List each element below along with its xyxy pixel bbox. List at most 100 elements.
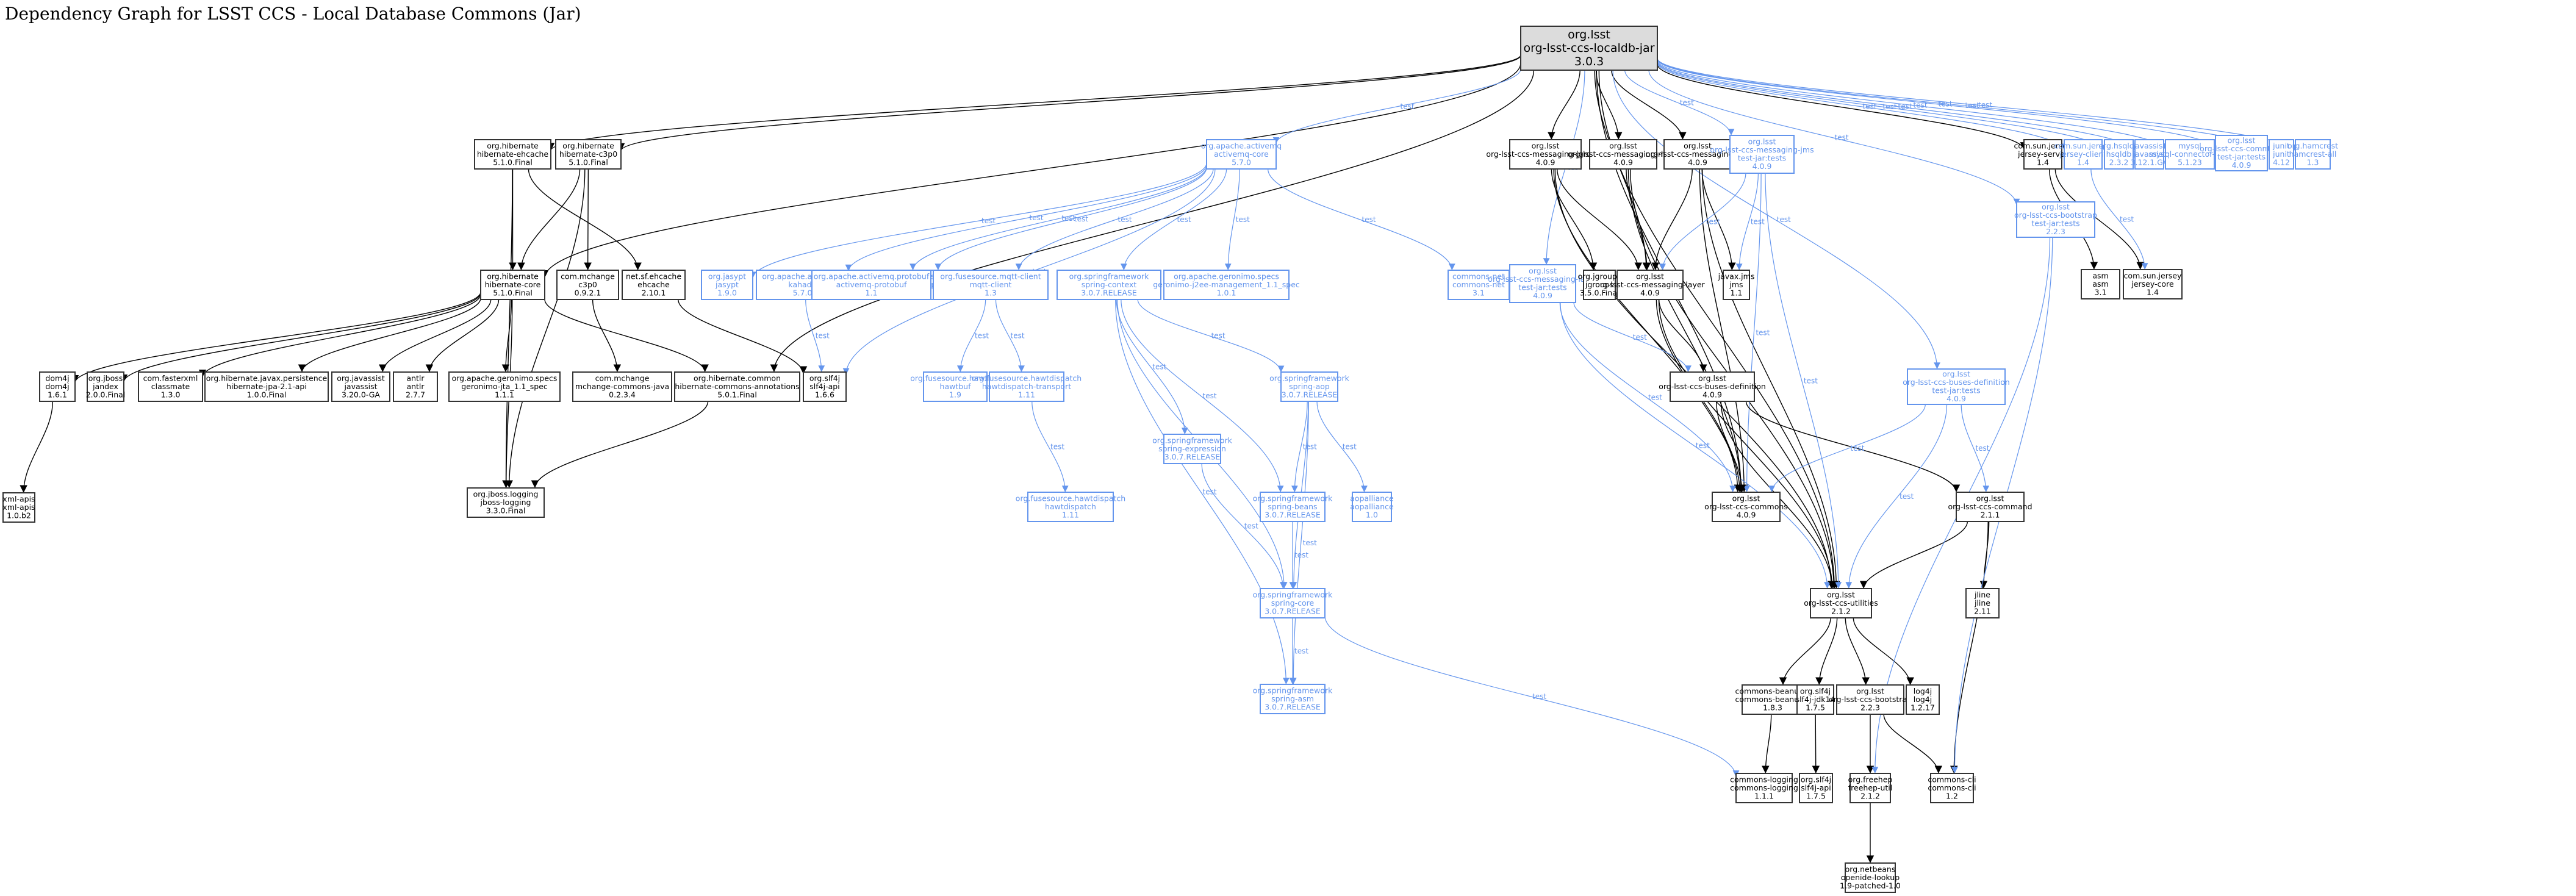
node-artifact-id: jgroups	[1585, 280, 1613, 289]
node-hawtdispatch[interactable]: org.fusesource.hawtdispatchhawtdispatch1…	[1016, 492, 1125, 522]
node-group-id: org.fusesource.hawtdispatch	[972, 373, 1082, 382]
edge-hib-core-to-jpa	[298, 298, 481, 373]
node-box	[1520, 26, 1658, 71]
node-box	[622, 270, 686, 300]
node-commons-tests[interactable]: org.lsstorg-lsst-ccs-commonstest-jar:tes…	[2200, 135, 2283, 171]
node-version: 1.3	[985, 288, 997, 297]
node-geronimo-j2ee[interactable]: org.apache.geronimo.specsgeronimo-j2ee-m…	[1153, 270, 1300, 300]
node-version: 1.2	[1946, 791, 1958, 800]
node-activemq-protobuf[interactable]: org.apache.activemq.protobufactivemq-pro…	[811, 270, 931, 300]
node-geronimo-jta[interactable]: org.apache.geronimo.specsgeronimo-jta_1.…	[448, 371, 561, 402]
node-version: 4.12	[2273, 157, 2290, 167]
edge-label-test: test	[1978, 101, 1992, 109]
node-box	[1163, 270, 1290, 300]
node-version: 1.7.5	[1806, 703, 1825, 712]
node-msg-jgroups[interactable]: org.lsstorg-lsst-ccs-messaging-jgroups4.…	[1486, 139, 1605, 170]
node-version: 4.0.9	[1737, 510, 1756, 519]
node-artifact-id: hamcrest-all	[2289, 149, 2337, 159]
node-artifact-id: javassist	[2132, 149, 2165, 159]
node-jboss-logging[interactable]: org.jboss.loggingjboss-logging3.3.0.Fina…	[467, 487, 545, 518]
node-openide[interactable]: org.netbeansopenide-lookup1.9-patched-1.…	[1840, 862, 1901, 893]
node-buses-def-tests[interactable]: org.lsstorg-lsst-ccs-buses-definitiontes…	[1903, 368, 2010, 405]
node-version: 3.0.7.RELEASE	[1164, 452, 1221, 461]
node-bootstrap-tests[interactable]: org.lsstorg-lsst-ccs-bootstraptest-jar:t…	[2014, 201, 2097, 238]
node-spring-aop[interactable]: org.springframeworkspring-aop3.0.7.RELEA…	[1269, 371, 1350, 402]
node-artifact-id: org-lsst-ccs-localdb-jar	[1523, 41, 1654, 55]
node-msg-layer[interactable]: org.lsstorg-lsst-ccs-messaging-layer4.0.…	[1595, 270, 1706, 300]
node-spring-asm[interactable]: org.springframeworkspring-asm3.0.7.RELEA…	[1253, 684, 1333, 714]
node-group-id: commons-net	[1452, 271, 1505, 281]
node-artifact-id: jasypt	[715, 280, 739, 289]
node-version: 3.0.7.RELEASE	[1265, 510, 1321, 519]
edge-dom4j-to-xml-apis	[20, 401, 54, 493]
node-hawtdispatch-transport[interactable]: org.fusesource.hawtdispatchhawtdispatch-…	[972, 371, 1082, 402]
node-msg-jms-tests[interactable]: org.lsstorg-lsst-ccs-messaging-jmstest-j…	[1710, 135, 1814, 174]
node-spring-core[interactable]: org.springframeworkspring-core3.0.7.RELE…	[1253, 588, 1333, 618]
node-spring-expression[interactable]: org.springframeworkspring-expression3.0.…	[1152, 434, 1233, 464]
node-jpa[interactable]: org.hibernate.javax.persistencehibernate…	[204, 371, 329, 402]
node-msg-layer-tests[interactable]: org.lsstorg-lsst-ccs-messaging-layertest…	[1488, 264, 1598, 303]
node-spring-beans[interactable]: org.springframeworkspring-beans3.0.7.REL…	[1253, 492, 1333, 522]
node-group-id: org.lsst	[1532, 141, 1560, 150]
node-spring-context[interactable]: org.springframeworkspring-context3.0.7.R…	[1057, 270, 1161, 300]
node-artifact-id: javassist	[343, 382, 377, 391]
node-hib-annotations[interactable]: org.hibernate.commonhibernate-commons-an…	[674, 371, 800, 402]
node-box	[1965, 588, 2000, 618]
node-buses-def[interactable]: org.lsstorg-lsst-ccs-buses-definition4.0…	[1659, 371, 1766, 402]
edge-spring-aop-to-spring-beans	[1291, 401, 1308, 493]
node-version: 4.0.9	[2232, 160, 2251, 170]
node-version: 2.7.7	[406, 390, 425, 399]
node-artifact-id: org-lsst-ccs-buses-definition	[1659, 382, 1766, 391]
node-box	[555, 139, 622, 170]
node-hib-ehcache[interactable]: org.hibernatehibernate-ehcache5.1.0.Fina…	[474, 139, 551, 170]
node-box	[2016, 201, 2095, 238]
node-box	[1509, 139, 1582, 170]
node-group-id: org.fusesource.hawtdispatch	[1016, 493, 1125, 503]
node-version: 2.10.1	[642, 288, 666, 297]
edge-spring-expression-to-spring-core	[1201, 463, 1286, 589]
